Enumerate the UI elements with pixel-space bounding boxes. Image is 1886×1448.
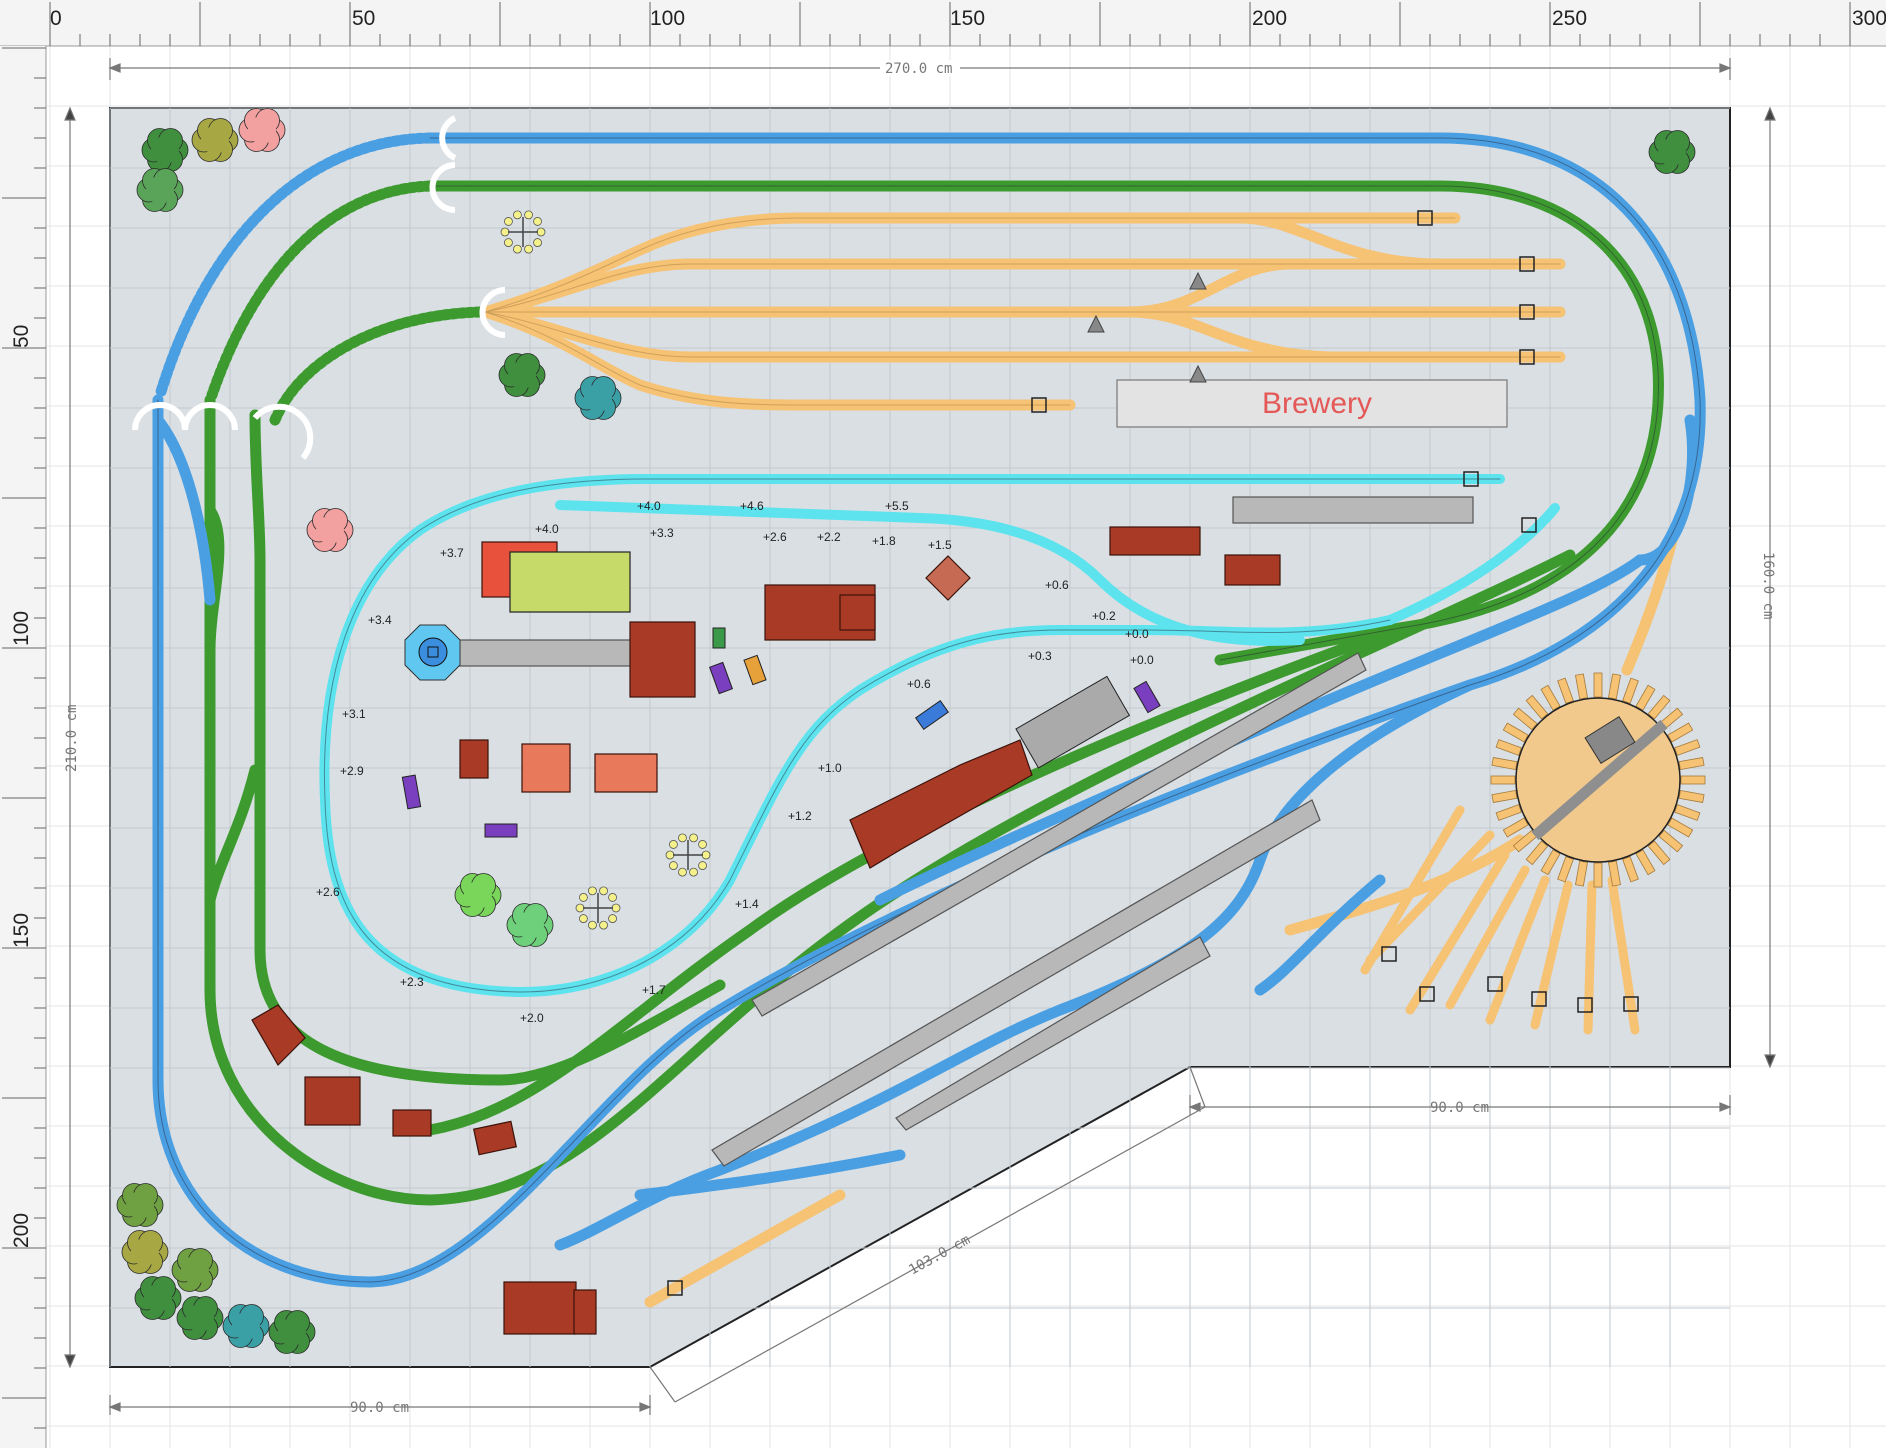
ruler-label-left-200: 200 (10, 1213, 33, 1248)
brewery-building[interactable] (1116, 379, 1508, 428)
grade-label: +0.0 (1130, 653, 1154, 667)
grade-label: +4.6 (740, 499, 764, 513)
grade-label: +2.6 (763, 530, 787, 544)
top-ruler: 0 50 100 150 200 250 300 (0, 0, 1886, 47)
ruler-label-left-50: 50 (10, 325, 33, 348)
trees (116, 108, 1696, 1354)
green-dashed-section (206, 180, 486, 426)
grade-label: +3.7 (440, 546, 464, 560)
grade-label: +0.6 (907, 677, 931, 691)
tunnel-portals (132, 115, 506, 460)
vehicles[interactable] (401, 627, 1161, 838)
dim-width-total: 270.0 cm (885, 61, 952, 77)
grade-label: +2.0 (520, 1011, 544, 1025)
track-end-stops (667, 210, 1639, 1296)
layout-board[interactable] (109, 107, 1731, 1368)
turntable-stall-tracks (1360, 805, 1640, 1035)
grade-label: +1.2 (788, 809, 812, 823)
grade-label: +3.3 (650, 526, 674, 540)
ruler-label-left-100: 100 (10, 611, 33, 646)
signals (1087, 271, 1207, 383)
grade-label: +5.5 (885, 499, 909, 513)
brewery-label: Brewery (1262, 387, 1372, 420)
ruler-label-200: 200 (1252, 7, 1287, 30)
left-ruler: 50 100 150 200 (0, 46, 47, 1448)
grade-label: +3.1 (342, 707, 366, 721)
grade-label: +0.2 (1092, 609, 1116, 623)
grade-label: +2.6 (316, 885, 340, 899)
dim-label-bg (880, 60, 960, 76)
dimension-lines (64, 58, 1776, 1415)
ruler-label-left-150: 150 (10, 913, 33, 948)
grade-label: +1.4 (735, 897, 759, 911)
grade-label: +2.2 (817, 530, 841, 544)
grade-label: +1.0 (818, 761, 842, 775)
ruler-label-250: 250 (1552, 7, 1587, 30)
dim-height-right: 160.0 cm (1760, 552, 1776, 619)
dim-height-left: 210.0 cm (64, 705, 80, 772)
platforms[interactable] (454, 496, 1474, 1167)
grade-label: +2.9 (340, 764, 364, 778)
blue-dashed-section (154, 132, 436, 401)
grade-label: +2.3 (400, 975, 424, 989)
water-tower[interactable] (404, 624, 461, 681)
dim-diagonal: 103.0 cm (906, 1232, 973, 1279)
ruler-label-300: 300 (1852, 7, 1886, 30)
grade-label: +1.5 (928, 538, 952, 552)
grade-label: +4.0 (535, 522, 559, 536)
green-mainline[interactable] (204, 180, 1664, 1206)
grade-label: +3.4 (368, 613, 392, 627)
ruler-label-0: 0 (50, 7, 62, 30)
ruler-label-100: 100 (650, 7, 685, 30)
grade-label: +1.8 (872, 534, 896, 548)
ruler-label-50: 50 (352, 7, 375, 30)
dim-bottom-left: 90.0 cm (350, 1400, 409, 1416)
grade-label: +4.0 (637, 499, 661, 513)
grade-label: +0.6 (1045, 578, 1069, 592)
yard-rails (484, 217, 1561, 406)
buildings[interactable] (251, 526, 1281, 1335)
grade-label: +0.3 (1028, 649, 1052, 663)
cyan-branch-line[interactable] (319, 474, 1560, 998)
grade-labels: +3.7 +4.0 +4.0 +3.3 +4.6 +2.6 +2.2 +5.5 … (316, 499, 1154, 1025)
grade-label: +0.0 (1125, 627, 1149, 641)
blue-mainline[interactable] (152, 132, 1706, 1288)
dim-bottom-right: 90.0 cm (1430, 1100, 1489, 1116)
turntable[interactable] (1490, 672, 1706, 888)
ruler-label-150: 150 (950, 7, 985, 30)
grade-label: +1.7 (642, 983, 666, 997)
